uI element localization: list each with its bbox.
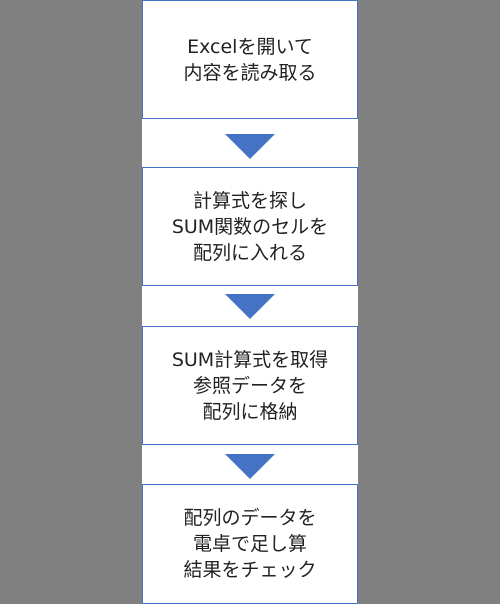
flow-step-4: 配列のデータを 電卓で足し算 結果をチェック — [142, 484, 358, 604]
flow-step-3: SUM計算式を取得 参照データを 配列に格納 — [142, 326, 358, 445]
flow-step-1: Excelを開いて 内容を読み取る — [142, 0, 358, 119]
down-arrow-icon — [225, 134, 275, 159]
down-arrow-icon — [225, 454, 275, 479]
flow-step-2: 計算式を探し SUM関数のセルを 配列に入れる — [142, 167, 358, 286]
down-arrow-icon — [225, 294, 275, 319]
